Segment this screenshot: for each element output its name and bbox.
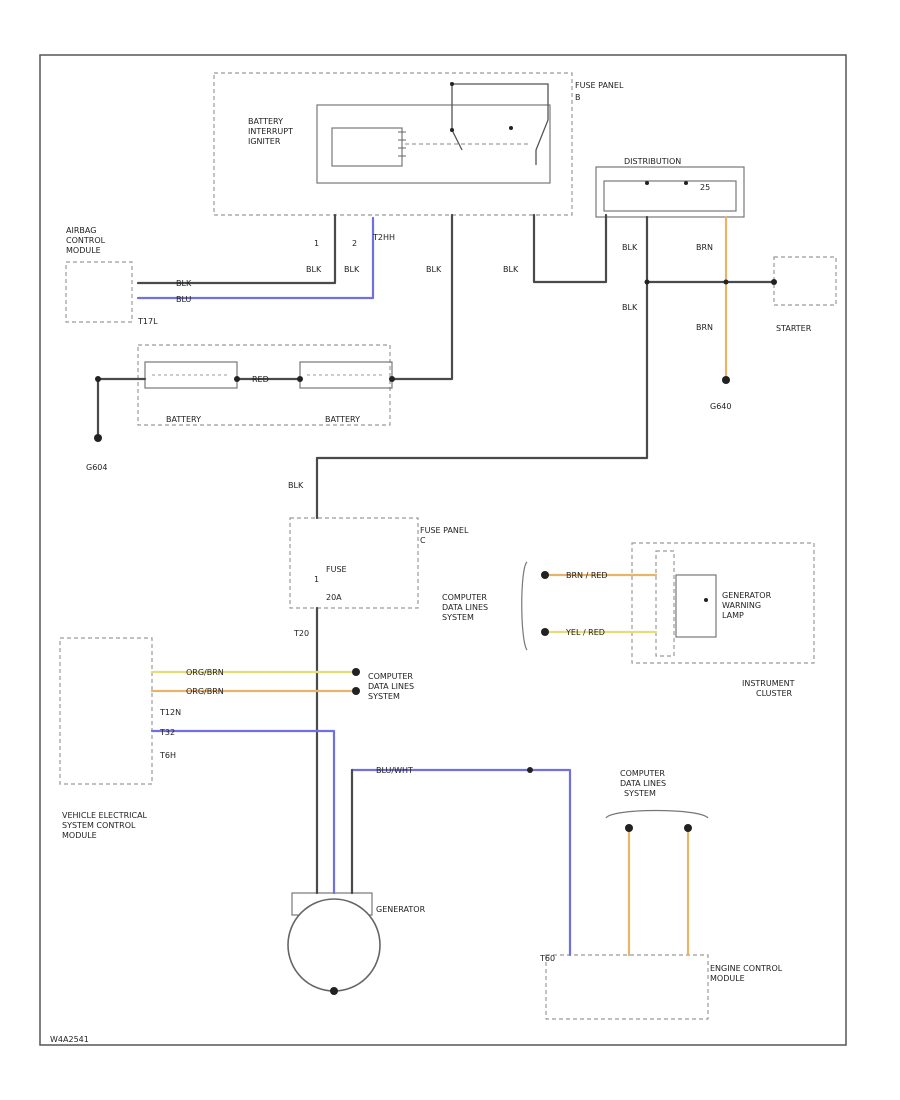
instrument-cluster: GENERATOR WARNING LAMP INSTRUMENT CLUSTE… (631, 542, 815, 698)
wire-blk-dist (532, 213, 608, 284)
wire-blk-dist-down (315, 215, 649, 520)
svg-text:SYSTEM: SYSTEM (624, 789, 656, 798)
diagram-frame (39, 54, 847, 1046)
wire-blu-wht (350, 768, 572, 957)
battery-interrupt-igniter: BATTERY INTERRUPT IGNITER (248, 117, 406, 167)
svg-text:LAMP: LAMP (722, 611, 744, 620)
wire-blk-ground (96, 377, 147, 440)
cdl-mid: COMPUTER DATA LINES SYSTEM (442, 561, 528, 651)
svg-text:T17L: T17L (137, 317, 158, 326)
wire-blk-airbag (136, 213, 337, 285)
battery-group: BATTERY BATTERY (137, 344, 393, 426)
svg-text:BLU: BLU (176, 295, 192, 304)
svg-text:BLU/WHT: BLU/WHT (376, 766, 413, 775)
svg-text:ENGINE CONTROL: ENGINE CONTROL (710, 964, 783, 973)
svg-text:BATTERY: BATTERY (166, 415, 201, 424)
ground-g2: G640 (710, 402, 731, 411)
svg-text:BATTERY: BATTERY (325, 415, 360, 424)
svg-text:IGNITER: IGNITER (248, 137, 281, 146)
svg-text:COMPUTER: COMPUTER (442, 593, 487, 602)
svg-text:C: C (420, 536, 426, 545)
svg-text:FUSE PANEL: FUSE PANEL (575, 81, 624, 90)
svg-text:VEHICLE ELECTRICAL: VEHICLE ELECTRICAL (62, 811, 148, 820)
svg-text:AIRBAG: AIRBAG (66, 226, 96, 235)
svg-text:FUSE: FUSE (326, 565, 347, 574)
svg-text:MODULE: MODULE (66, 246, 101, 255)
svg-text:BLK: BLK (503, 265, 519, 274)
svg-text:T12N: T12N (159, 708, 181, 717)
wire-blu-vecm (150, 729, 336, 895)
svg-text:DATA LINES: DATA LINES (620, 779, 666, 788)
svg-text:2: 2 (352, 239, 357, 248)
cdl-left: COMPUTER DATA LINES SYSTEM (368, 672, 414, 701)
svg-text:BRN: BRN (696, 243, 713, 252)
svg-text:DISTRIBUTION: DISTRIBUTION (624, 157, 681, 166)
svg-text:STARTER: STARTER (776, 324, 812, 333)
svg-text:BLK: BLK (306, 265, 322, 274)
svg-text:CLUSTER: CLUSTER (756, 689, 793, 698)
svg-text:1: 1 (314, 575, 319, 584)
svg-text:1: 1 (314, 239, 319, 248)
wire-blk-battery (390, 213, 454, 381)
svg-text:T32: T32 (159, 728, 175, 737)
svg-text:SYSTEM: SYSTEM (368, 692, 400, 701)
svg-text:T2HH: T2HH (372, 233, 395, 242)
fuse-panel-mid: FUSE PANEL C FUSE 1 20A (289, 517, 469, 609)
svg-text:FUSE PANEL: FUSE PANEL (420, 526, 469, 535)
svg-text:T60: T60 (539, 954, 555, 963)
svg-text:BLK: BLK (176, 279, 192, 288)
airbag-control-module: AIRBAG CONTROL MODULE T17L (65, 226, 158, 326)
generator: GENERATOR (287, 892, 426, 995)
svg-text:BLK: BLK (344, 265, 360, 274)
svg-text:BATTERY: BATTERY (248, 117, 283, 126)
svg-text:BLK: BLK (622, 243, 638, 252)
svg-text:DATA LINES: DATA LINES (442, 603, 488, 612)
svg-text:20A: 20A (326, 593, 342, 602)
svg-text:BRN / RED: BRN / RED (566, 571, 608, 580)
fuse-panel-top: FUSE PANEL B BATTERY INTERRUPT IGNITER (213, 72, 624, 216)
svg-text:SYSTEM CONTROL: SYSTEM CONTROL (62, 821, 136, 830)
svg-text:YEL / RED: YEL / RED (565, 628, 605, 637)
footer-code: W4A2541 (50, 1035, 89, 1044)
svg-text:DATA LINES: DATA LINES (368, 682, 414, 691)
svg-text:RED: RED (252, 375, 269, 384)
svg-text:BLK: BLK (622, 303, 638, 312)
svg-text:BLK: BLK (288, 481, 304, 490)
svg-text:B: B (575, 93, 581, 102)
svg-text:GENERATOR: GENERATOR (722, 591, 772, 600)
svg-text:T6H: T6H (159, 751, 176, 760)
svg-text:MODULE: MODULE (62, 831, 97, 840)
starter: STARTER (773, 256, 837, 333)
svg-text:SYSTEM: SYSTEM (442, 613, 474, 622)
wires (96, 213, 776, 957)
svg-text:INSTRUMENT: INSTRUMENT (742, 679, 795, 688)
svg-text:ORG/BRN: ORG/BRN (186, 687, 224, 696)
svg-text:25: 25 (700, 183, 710, 192)
wire-blu-airbag (136, 216, 375, 300)
wire-color-labels: BLK BLK BLK BLK BLK BLK BLK BLK BLU BRN … (176, 243, 713, 775)
svg-text:GENERATOR: GENERATOR (376, 905, 426, 914)
distribution-box: DISTRIBUTION 25 (595, 157, 745, 218)
terminals (94, 279, 777, 832)
cdl-bottom: COMPUTER DATA LINES SYSTEM (605, 769, 709, 819)
engine-control-module: ENGINE CONTROL MODULE T60 (539, 954, 783, 1020)
vehicle-electrical-system-control-module: VEHICLE ELECTRICAL SYSTEM CONTROL MODULE… (59, 637, 181, 840)
svg-text:COMPUTER: COMPUTER (368, 672, 413, 681)
svg-text:COMPUTER: COMPUTER (620, 769, 665, 778)
svg-text:BLK: BLK (426, 265, 442, 274)
svg-text:T20: T20 (293, 629, 309, 638)
connector-labels: 1 2 T2HH T20 T32 (159, 233, 395, 737)
svg-text:MODULE: MODULE (710, 974, 745, 983)
svg-text:INTERRUPT: INTERRUPT (248, 127, 293, 136)
svg-text:BRN: BRN (696, 323, 713, 332)
svg-text:CONTROL: CONTROL (66, 236, 106, 245)
svg-text:ORG/BRN: ORG/BRN (186, 668, 224, 677)
ground-g1: G604 (86, 463, 107, 472)
svg-text:WARNING: WARNING (722, 601, 761, 610)
